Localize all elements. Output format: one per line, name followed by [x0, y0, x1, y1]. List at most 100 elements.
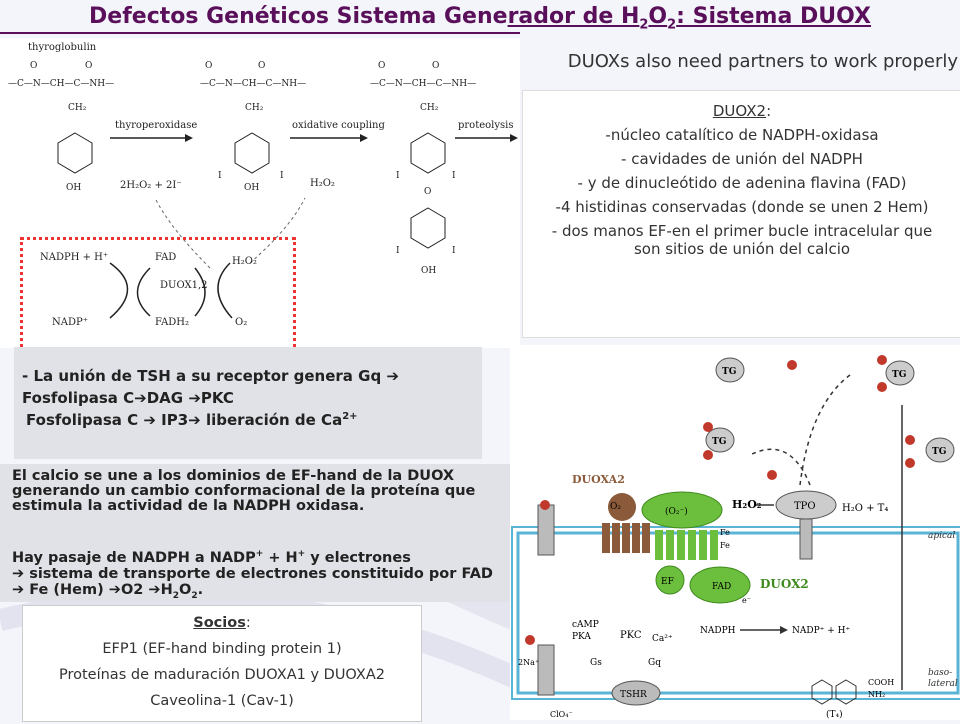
tsh-signaling-box	[14, 347, 482, 459]
arrow-icon: ➔	[12, 565, 25, 582]
svg-text:ClO₄⁻: ClO₄⁻	[550, 710, 573, 719]
svg-text:Gq: Gq	[648, 658, 661, 668]
svg-text:TSHR: TSHR	[620, 690, 647, 700]
svg-text:PKC: PKC	[620, 630, 642, 641]
slide-subtitle: DUOXs also need partners to work properl…	[567, 51, 958, 72]
svg-text:PKA: PKA	[572, 632, 591, 642]
calcio-paragraph-2: Hay pasaje de NADPH a NADP+ + H+ y elect…	[12, 549, 493, 601]
svg-text:O₂: O₂	[235, 317, 247, 328]
svg-text:Fe: Fe	[720, 528, 730, 537]
svg-text:Gs: Gs	[590, 658, 602, 668]
svg-text:DUOX2: DUOX2	[760, 577, 809, 591]
svg-text:NH₂: NH₂	[868, 690, 885, 699]
svg-text:2Na⁺: 2Na⁺	[518, 658, 539, 667]
svg-text:O: O	[30, 61, 37, 71]
tsh-line-2: Fosfolipasa C➔DAG ➔PKC	[22, 389, 234, 407]
duox2-line: -núcleo catalítico de NADPH-oxidasa	[605, 126, 879, 144]
svg-text:O: O	[424, 187, 431, 197]
socios-header: Socios:	[193, 615, 251, 631]
svg-text:(T₄): (T₄)	[826, 709, 843, 720]
svg-text:DUOXA2: DUOXA2	[572, 473, 625, 486]
arrow-icon: ➔	[148, 581, 161, 598]
svg-text:O₂: O₂	[610, 502, 621, 512]
svg-text:I: I	[396, 171, 400, 181]
title-rule	[0, 32, 520, 34]
svg-text:O: O	[378, 61, 385, 71]
svg-text:(O₂⁻): (O₂⁻)	[665, 506, 688, 517]
svg-text:I: I	[280, 171, 284, 181]
thyroxine-residue: —C—N—CH—C—NH— O O CH₂ I I O I I OH	[370, 61, 476, 276]
svg-text:NADP⁺ + H⁺: NADP⁺ + H⁺	[792, 626, 851, 636]
svg-text:baso-: baso-	[928, 668, 952, 678]
diiodotyrosine-molecule: —C—N—CH—C—NH— O O CH₂ I I OH	[200, 61, 306, 193]
svg-text:H₂O₂: H₂O₂	[232, 256, 257, 267]
svg-text:FAD: FAD	[712, 582, 731, 592]
svg-text:TG: TG	[722, 367, 736, 377]
svg-text:O: O	[85, 61, 92, 71]
thyroglobulin-label: thyroglobulin	[28, 42, 97, 53]
arrow-icon: ➔	[386, 367, 399, 385]
tsh-line-1: - La unión de TSH a su receptor genera G…	[22, 367, 399, 385]
duox2-line: - dos manos EF-en el primer bucle intrac…	[551, 222, 933, 240]
slide-title: Defectos Genéticos Sistema Generador de …	[89, 4, 871, 33]
cycle-highlight-box	[20, 237, 296, 358]
cell-membrane	[516, 531, 960, 695]
svg-text:apical: apical	[928, 531, 955, 541]
calcio-box	[0, 464, 510, 602]
arrow-icon: ➔	[188, 389, 201, 407]
svg-text:CH₂: CH₂	[68, 103, 87, 113]
svg-text:COOH: COOH	[868, 678, 894, 687]
tyrosine-molecule-1: —C—N—CH—C—NH— O O CH₂ OH	[8, 61, 114, 193]
svg-text:oxidative coupling: oxidative coupling	[292, 120, 385, 131]
svg-text:TG: TG	[892, 370, 906, 380]
svg-text:OH: OH	[421, 266, 436, 276]
svg-text:DUOX1,2: DUOX1,2	[160, 280, 208, 291]
duox2-line: son sitios de unión del calcio	[633, 240, 851, 258]
duox2-line: - y de dinucleótido de adenina flavina (…	[577, 174, 907, 192]
svg-text:e⁻: e⁻	[742, 596, 751, 605]
arrow-icon: ➔	[12, 581, 25, 598]
svg-text:OH: OH	[244, 183, 259, 193]
duox2-line: - cavidades de unión del NADPH	[621, 150, 863, 168]
svg-text:lateral: lateral	[928, 679, 958, 689]
arrow-icon: ➔	[108, 581, 121, 598]
calcio-paragraph-1: El calcio se une a los dominios de EF-ha…	[12, 468, 476, 514]
svg-text:Ca²⁺: Ca²⁺	[652, 634, 673, 644]
svg-text:NADPH + H⁺: NADPH + H⁺	[40, 252, 108, 263]
svg-text:2H₂O₂ + 2I⁻: 2H₂O₂ + 2I⁻	[120, 180, 182, 191]
svg-text:TG: TG	[712, 437, 726, 447]
svg-text:I: I	[452, 246, 456, 256]
svg-text:—C—N—CH—C—NH—: —C—N—CH—C—NH—	[8, 79, 114, 89]
socios-box: Socios: EFP1 (EF-hand binding protein 1)…	[22, 605, 422, 722]
reaction-diagram-panel: thyroglobulin —C—N—CH—C—NH— O O CH₂ OH t…	[0, 38, 520, 348]
svg-text:Fe: Fe	[720, 541, 730, 550]
svg-text:I: I	[396, 246, 400, 256]
svg-text:proteolysis: proteolysis	[458, 120, 513, 131]
svg-text:O: O	[258, 61, 265, 71]
cell-membrane-outer	[511, 526, 960, 700]
svg-text:cAMP: cAMP	[572, 620, 599, 630]
socios-line: Proteínas de maduración DUOXA1 y DUOXA2	[58, 667, 386, 683]
duox2-description-box: DUOX2: -núcleo catalítico de NADPH-oxida…	[522, 90, 960, 338]
svg-text:O: O	[205, 61, 212, 71]
duox2-protein: (O₂⁻) O₂ Fe Fe EF FAD DUOX2 e⁻	[610, 491, 809, 605]
svg-text:—C—N—CH—C—NH—: —C—N—CH—C—NH—	[200, 79, 306, 89]
svg-text:OH: OH	[66, 183, 81, 193]
svg-text:TG: TG	[932, 447, 946, 457]
svg-text:I: I	[452, 171, 456, 181]
svg-text:NADPH: NADPH	[700, 626, 736, 636]
duoxa2-protein: DUOXA2	[572, 473, 650, 553]
socios-line: Caveolina-1 (Cav-1)	[150, 693, 294, 709]
tsh-line-3: Fosfolipasa C ➔ IP3➔ liberación de Ca2+	[26, 411, 358, 429]
duox2-header: DUOX2:	[712, 102, 772, 120]
thyroglobulin-reaction-diagram: thyroglobulin —C—N—CH—C—NH— O O CH₂ OH t…	[8, 42, 518, 328]
socios-line: EFP1 (EF-hand binding protein 1)	[102, 641, 342, 657]
svg-text:EF: EF	[661, 577, 674, 587]
svg-text:FAD: FAD	[155, 252, 176, 263]
svg-text:CH₂: CH₂	[420, 103, 439, 113]
arrow-icon: ➔	[188, 411, 201, 429]
duox-redox-cycle: NADPH + H⁺ FAD H₂O₂ DUOX1,2 NADP⁺ FADH₂ …	[40, 252, 257, 328]
arrow-icon: ➔	[143, 411, 156, 429]
duox2-line: -4 histidinas conservadas (donde se unen…	[555, 198, 929, 216]
svg-text:H₂O + T₄: H₂O + T₄	[842, 503, 888, 514]
